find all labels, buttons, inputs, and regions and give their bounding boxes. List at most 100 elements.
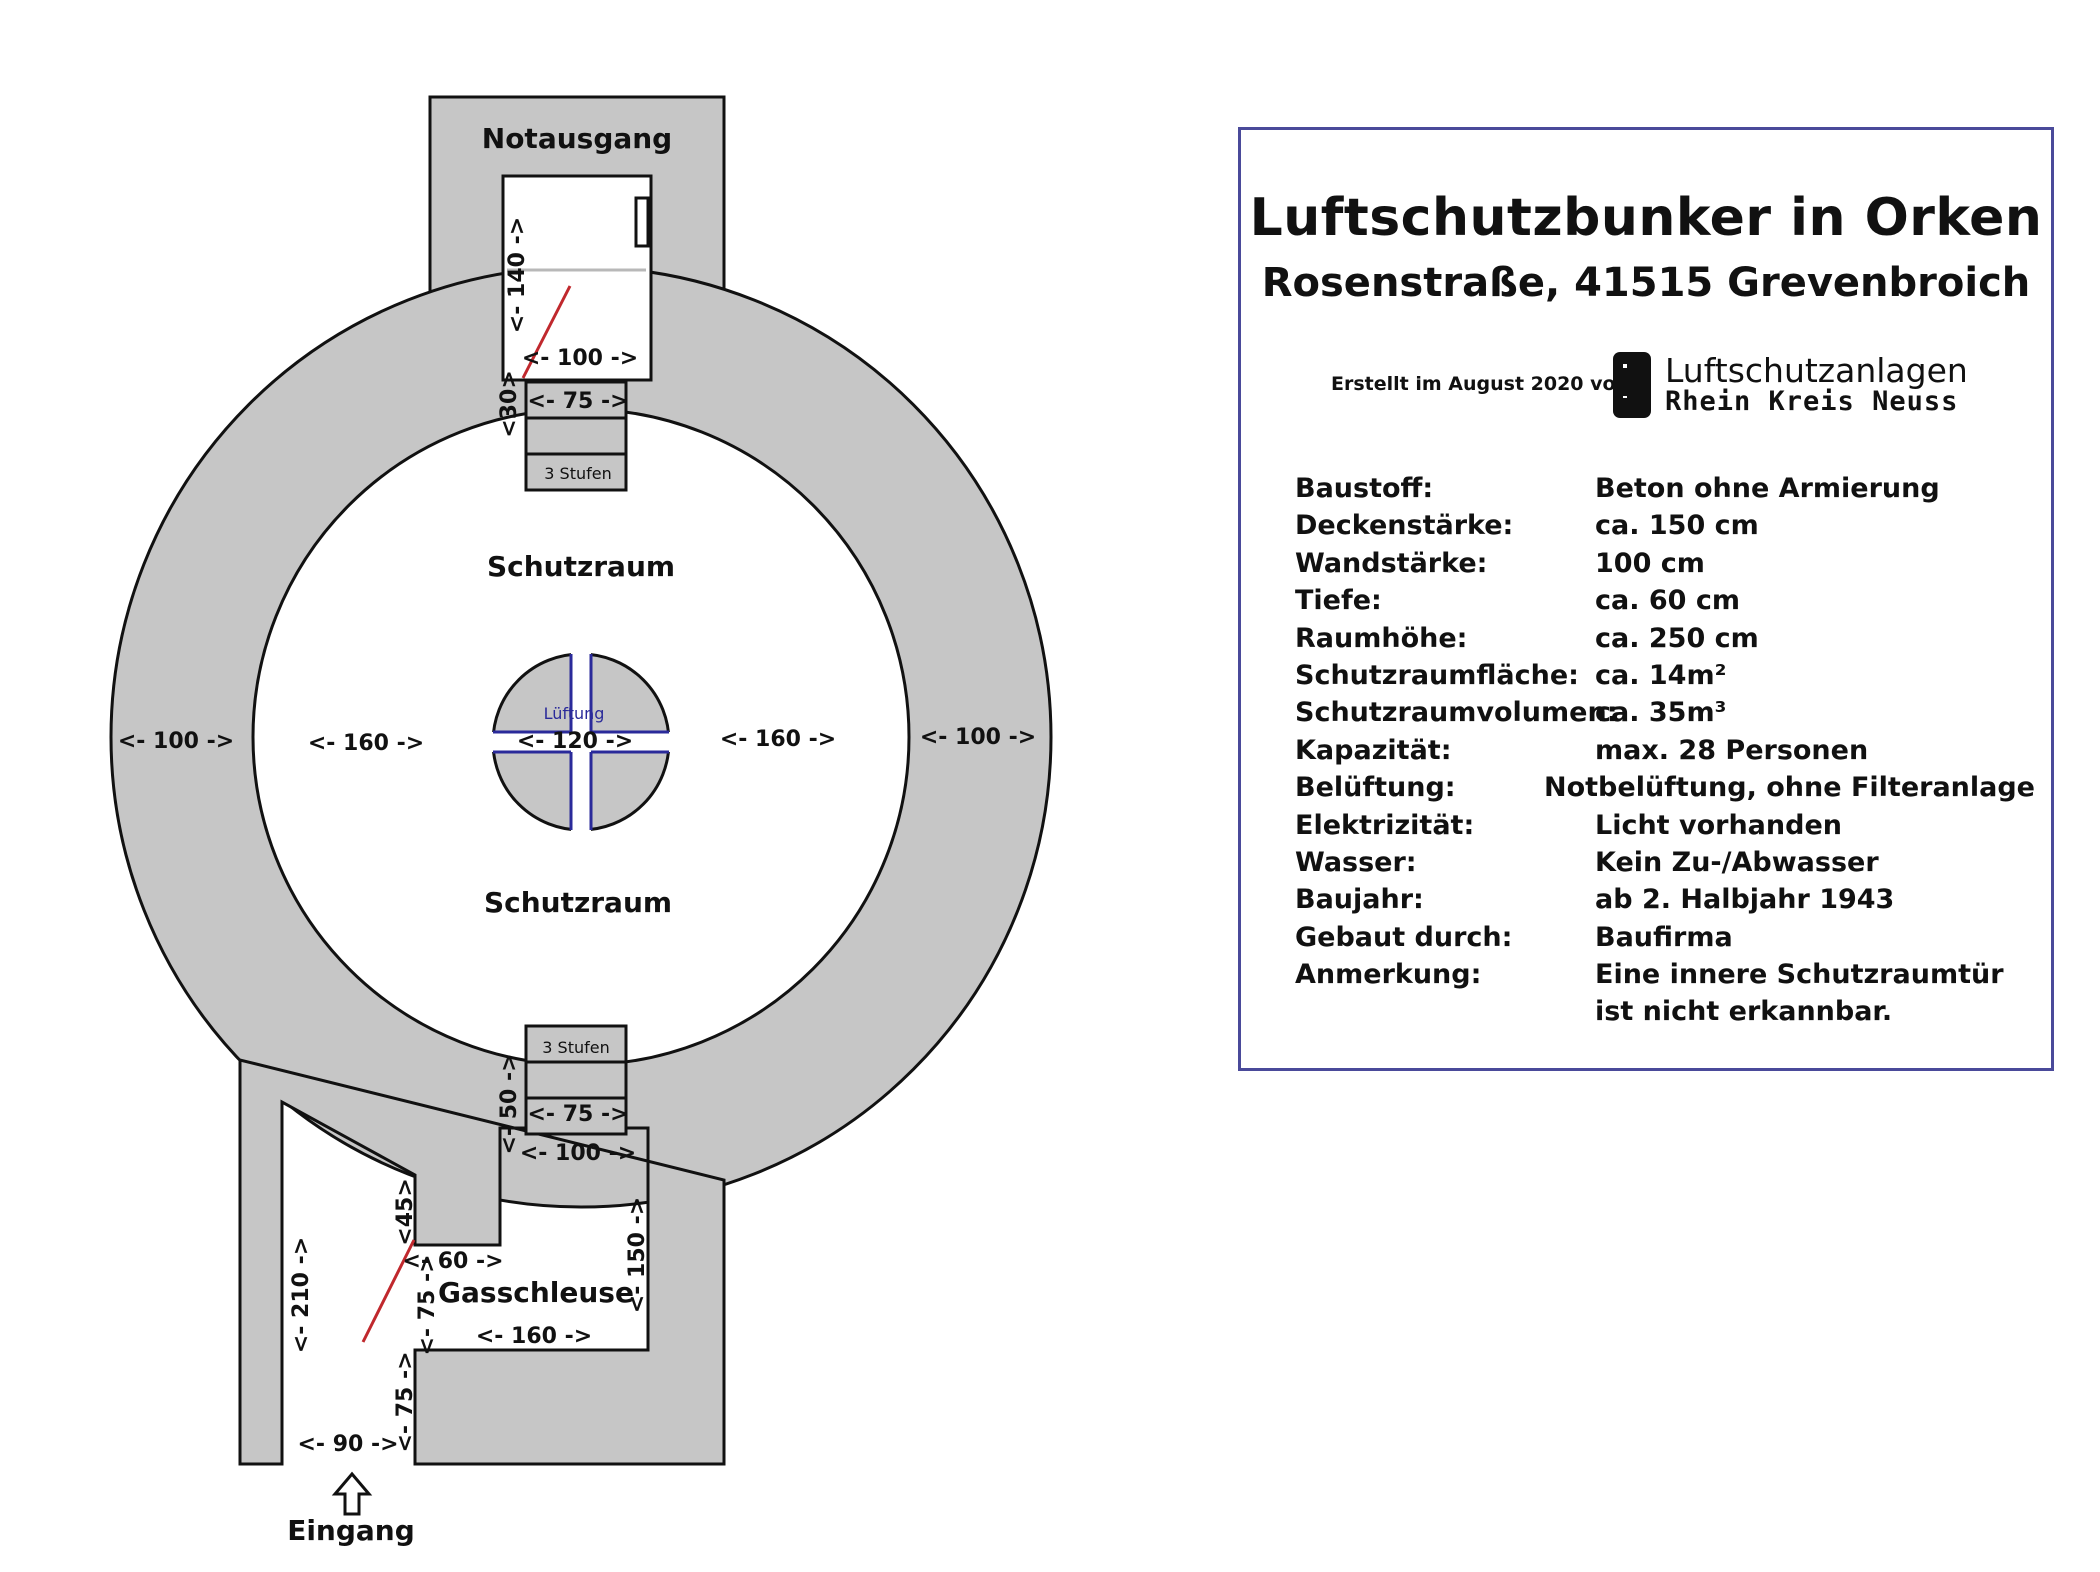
logo-line-1: Luftschutzanlagen	[1665, 350, 1968, 390]
fact-key: Gebaut durch:	[1295, 921, 1513, 953]
dim-notausgang-width: <- 100 ->	[522, 346, 638, 371]
dim-notausgang-height: <- 140 ->	[505, 217, 530, 333]
entrance-corridor	[238, 1058, 726, 1466]
bottom-stairs	[524, 1024, 628, 1136]
label-stufen-top: 3 Stufen	[544, 464, 611, 483]
fact-row: Deckenstärke: ca. 150 cm	[1295, 507, 2035, 544]
fact-value: Kein Zu-/Abwasser	[1595, 846, 1879, 878]
dim-schleuse-top: <- 100 ->	[520, 1141, 636, 1166]
exit-hatch	[634, 196, 650, 248]
dim-top-step-width: <- 75 ->	[527, 389, 628, 414]
info-panel: Luftschutzbunker in Orken Rosenstraße, 4…	[1238, 127, 2054, 1071]
dim-schleuse-right: <- 150 ->	[625, 1197, 650, 1313]
facts-table: Baustoff: Beton ohne Armierung Deckenstär…	[1295, 470, 2035, 1031]
top-stair-1	[524, 380, 628, 420]
fact-key: Schutzraumfläche:	[1295, 659, 1579, 691]
entrance-arrow-icon	[331, 1471, 373, 1516]
bottom-stair-3	[524, 1096, 628, 1136]
top-stair-2	[524, 416, 628, 456]
fact-row: Baujahr: ab 2. Halbjahr 1943	[1295, 881, 2035, 918]
fact-key: Kapazität:	[1295, 734, 1452, 766]
label-eingang: Eingang	[287, 1514, 415, 1547]
bottom-stair-1	[524, 1024, 628, 1064]
fact-row: Wasser: Kein Zu-/Abwasser	[1295, 844, 2035, 881]
emergency-exit-room	[501, 174, 653, 382]
label-schutzraum-top: Schutzraum	[487, 550, 675, 583]
info-subtitle: Rosenstraße, 41515 Grevenbroich	[1261, 260, 2031, 306]
fact-row: Kapazität: max. 28 Personen	[1295, 732, 2035, 769]
dim-bottom-step-depth: <- 50 ->	[497, 1053, 522, 1154]
fact-key: Tiefe:	[1295, 585, 1382, 617]
dim-bottom-step-width: <- 75 ->	[527, 1102, 628, 1127]
gaslock-door-line	[361, 1239, 416, 1343]
fact-key	[1295, 993, 1595, 1030]
fact-row: Anmerkung: Eine innere Schutzraumtür	[1295, 956, 2035, 993]
fact-row: Tiefe: ca. 60 cm	[1295, 582, 2035, 619]
fact-key: Belüftung:	[1295, 772, 1456, 804]
dim-ring-left: <- 100 ->	[118, 729, 234, 754]
fact-key: Baujahr:	[1295, 884, 1424, 916]
dim-schleuse-bottom: <- 160 ->	[476, 1324, 592, 1349]
bottom-stair-2	[524, 1060, 628, 1100]
dim-entrance-width: <- 90 ->	[297, 1432, 398, 1457]
dim-ring-right: <- 100 ->	[920, 725, 1036, 750]
fact-value: ab 2. Halbjahr 1943	[1595, 884, 1895, 916]
info-title: Luftschutzbunker in Orken	[1249, 188, 2043, 248]
bunker-floor-plan: Notausgang Schutzraum Schutzraum Lüftung…	[109, 95, 1053, 1547]
dim-schleuse-door: <- 75 ->	[415, 1254, 440, 1355]
fact-value: ca. 35m³	[1595, 697, 1727, 729]
ventilation-cross-h	[490, 732, 672, 752]
dim-corridor-length: <- 210 ->	[289, 1237, 314, 1353]
top-stair-3	[524, 452, 628, 492]
fact-key: Elektrizität:	[1295, 809, 1475, 841]
logo-line-2: Rhein Kreis Neuss	[1665, 386, 1959, 418]
exit-door-line	[521, 285, 572, 379]
fact-value: ist nicht erkannbar.	[1595, 996, 1893, 1028]
label-notausgang: Notausgang	[482, 122, 672, 155]
dim-entrance-wall: <- 75 ->	[393, 1351, 418, 1452]
fact-row: Gebaut durch: Baufirma	[1295, 919, 2035, 956]
creator-logo: Luftschutzanlagen Rhein Kreis Neuss	[1613, 350, 1968, 420]
fact-key: Anmerkung:	[1295, 959, 1482, 991]
fact-value: ca. 14m²	[1595, 659, 1727, 691]
dim-room-right: <- 160 ->	[720, 727, 836, 752]
fact-value: ca. 150 cm	[1595, 510, 1759, 542]
fact-value: 100 cm	[1595, 547, 1705, 579]
info-credit: Erstellt im August 2020 von:	[1331, 373, 1637, 395]
fact-value: max. 28 Personen	[1595, 734, 1869, 766]
fact-row: Schutzraumfläche: ca. 14m²	[1295, 657, 2035, 694]
fact-value: ca. 250 cm	[1595, 622, 1759, 654]
dim-notch: <45>	[393, 1178, 418, 1245]
top-stairs	[524, 380, 628, 492]
fact-value: Beton ohne Armierung	[1595, 473, 1940, 504]
fact-row: Elektrizität: Licht vorhanden	[1295, 807, 2035, 844]
fact-key: Wandstärke:	[1295, 547, 1488, 579]
bunker-door-icon	[1613, 352, 1651, 418]
fact-value: ca. 60 cm	[1595, 585, 1740, 617]
dim-room-left: <- 160 ->	[308, 731, 424, 756]
fact-value: Notbelüftung, ohne Filteranlage	[1544, 772, 2035, 804]
label-gasschleuse: Gasschleuse	[438, 1276, 634, 1309]
fact-key: Deckenstärke:	[1295, 510, 1514, 542]
fact-row: Wandstärke: 100 cm	[1295, 545, 2035, 582]
logo-text: Luftschutzanlagen Rhein Kreis Neuss	[1665, 350, 1968, 418]
fact-key: Raumhöhe:	[1295, 622, 1468, 654]
fact-value: Baufirma	[1595, 921, 1733, 953]
dim-top-step-depth: <30>	[497, 370, 522, 437]
fact-value: Eine innere Schutzraumtür	[1595, 959, 2004, 991]
fact-row: Belüftung: Notbelüftung, ohne Filteranlag…	[1295, 769, 2035, 806]
fact-row: ist nicht erkannbar.	[1295, 993, 2035, 1030]
fact-row: Baustoff: Beton ohne Armierung	[1295, 470, 2035, 507]
fact-row: Schutzraumvolumen:ca. 35m³	[1295, 694, 2035, 731]
fact-row: Raumhöhe: ca. 250 cm	[1295, 620, 2035, 657]
fact-key: Wasser:	[1295, 846, 1417, 878]
dim-lueftung-width: <- 120 ->	[517, 729, 633, 754]
fact-key: Schutzraumvolumen:	[1295, 697, 1618, 729]
dim-schleuse-notch-width: <- 60 ->	[402, 1249, 503, 1274]
label-lueftung: Lüftung	[544, 704, 605, 723]
ventilation-shaft	[490, 652, 672, 832]
label-schutzraum-bottom: Schutzraum	[484, 886, 672, 919]
fact-key: Baustoff:	[1295, 473, 1434, 504]
label-stufen-bottom: 3 Stufen	[542, 1038, 609, 1057]
fact-value: Licht vorhanden	[1595, 809, 1842, 841]
